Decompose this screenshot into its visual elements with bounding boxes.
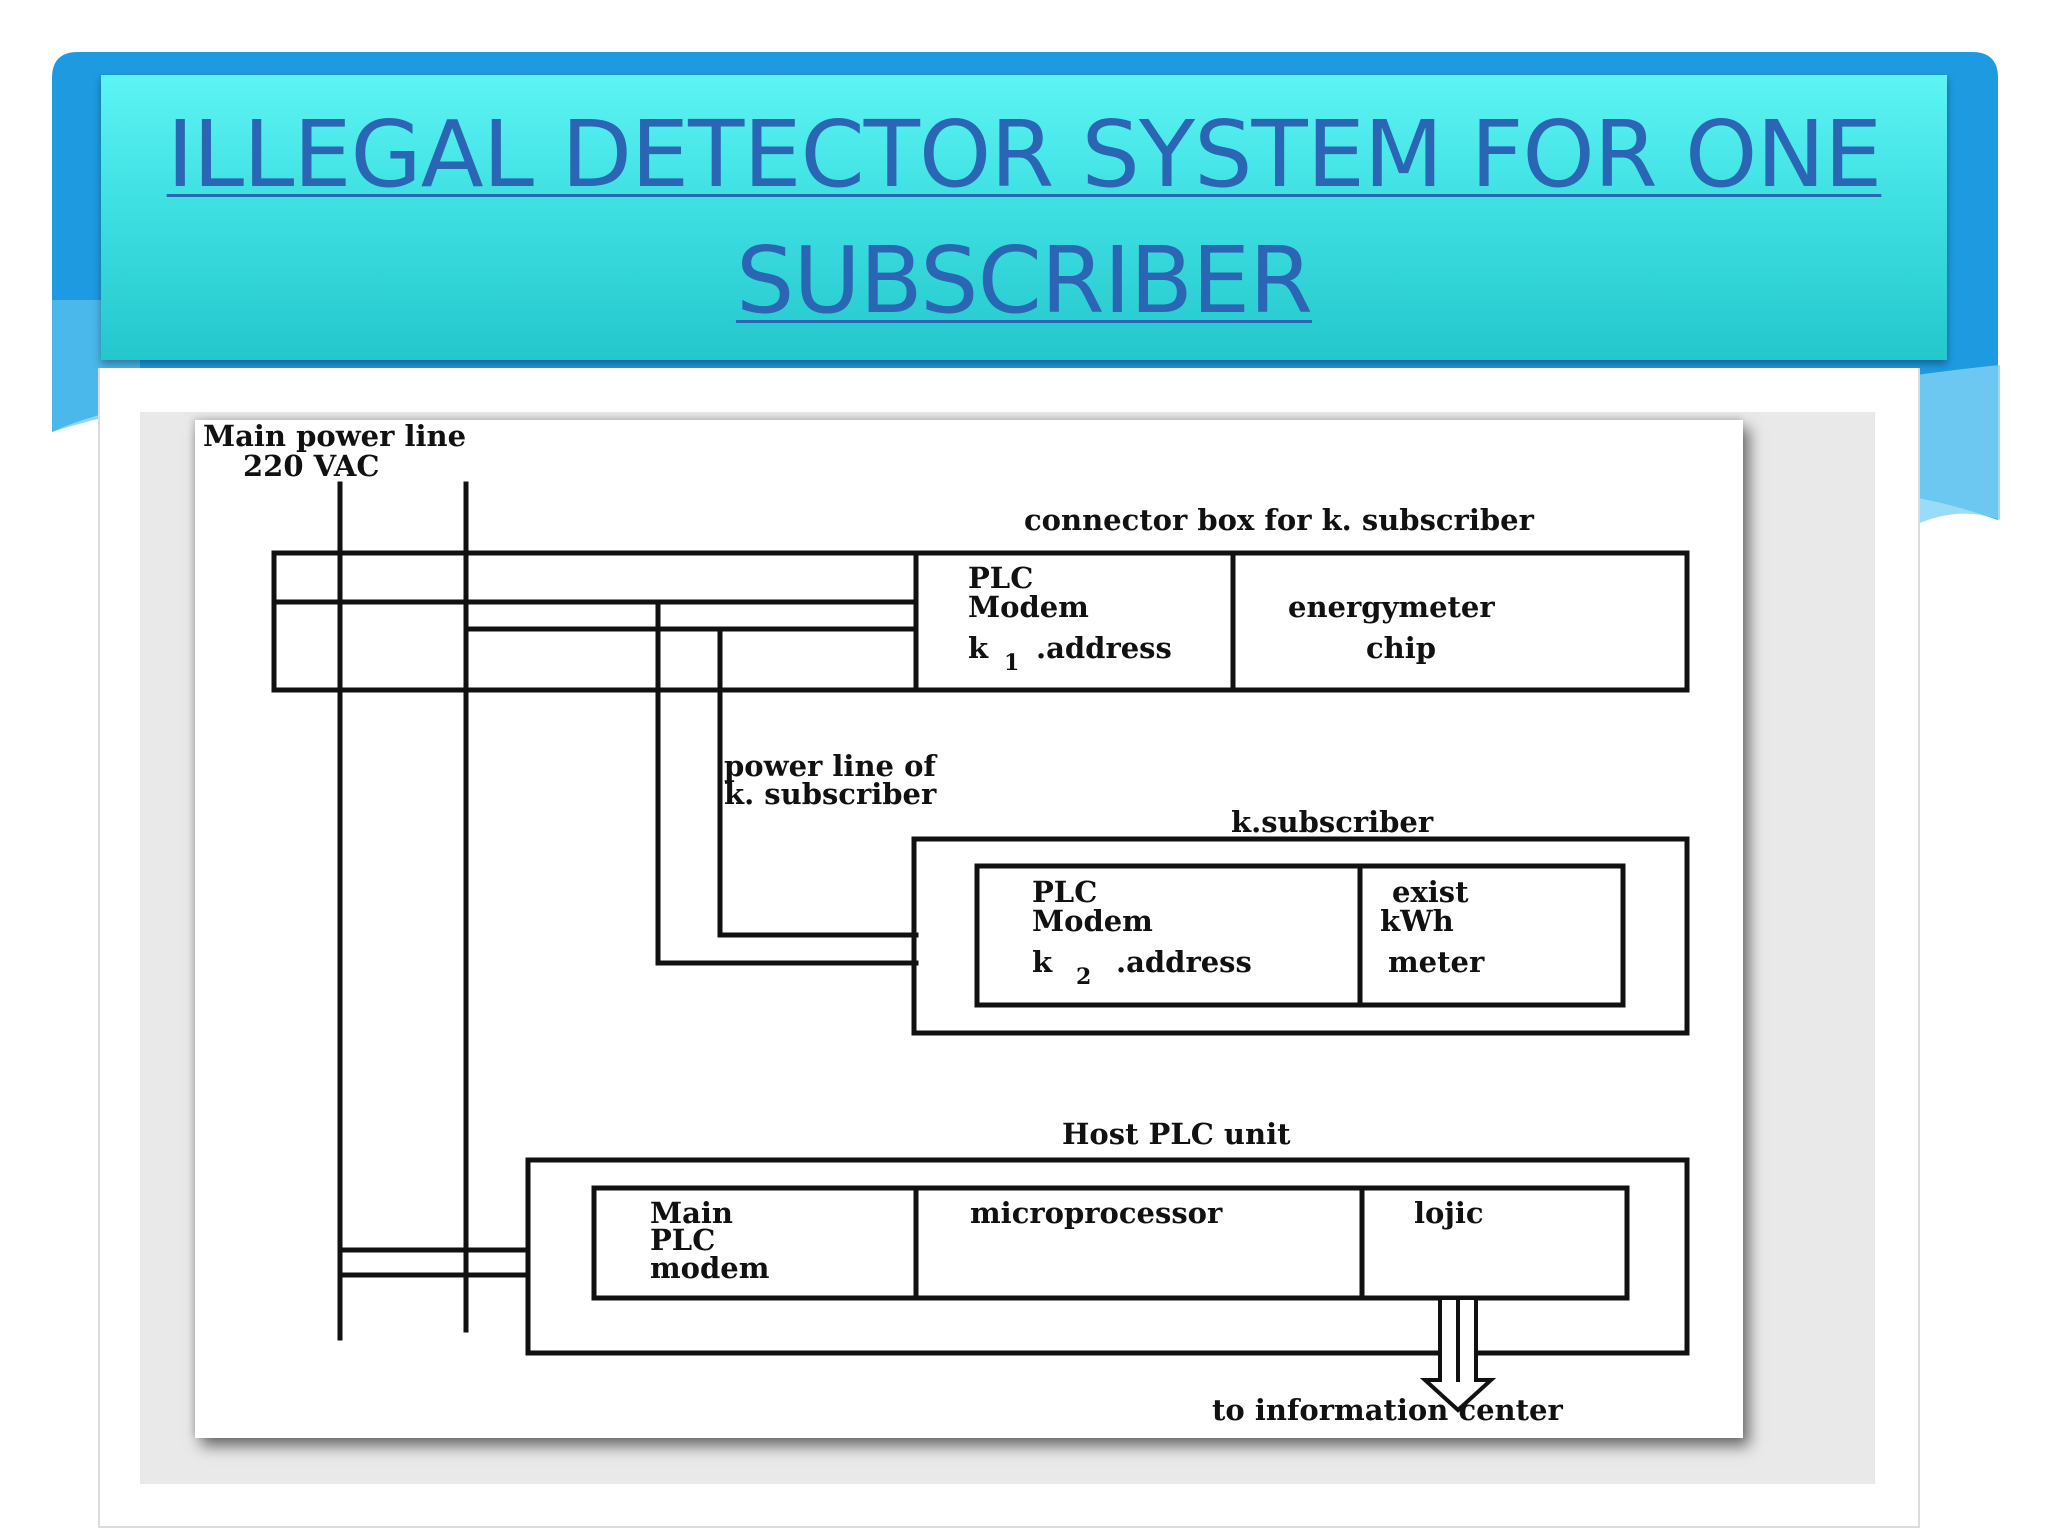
subscriber-box-caption: k.subscriber	[1231, 805, 1434, 839]
host-plc-caption: Host PLC unit	[1062, 1117, 1291, 1151]
connector-address-label: .address	[1036, 631, 1172, 665]
subscriber-plc-label: PLC	[1032, 875, 1097, 909]
power-line-label-2: k. subscriber	[724, 777, 937, 811]
microprocessor-label: microprocessor	[970, 1196, 1223, 1230]
logic-label: lojic	[1414, 1196, 1484, 1230]
slide-title-box: ILLEGAL DETECTOR SYSTEM FOR ONE SUBSCRIB…	[101, 75, 1947, 360]
slide-title-line-1: ILLEGAL DETECTOR SYSTEM FOR ONE	[166, 100, 1883, 208]
output-label: to information center	[1212, 1393, 1563, 1427]
connector-address-sub: 1	[1004, 650, 1019, 676]
plc-label: PLC	[650, 1223, 715, 1257]
connector-plc-label: PLC	[968, 561, 1033, 595]
main-power-line-label: Main power line	[203, 419, 466, 453]
chip-label: chip	[1366, 631, 1436, 665]
subscriber-address-sub: 2	[1076, 964, 1091, 990]
connector-address-k: k	[968, 631, 989, 665]
host-plc-box	[525, 1157, 1690, 1356]
energymeter-label: energymeter	[1288, 590, 1495, 624]
voltage-label: 220 VAC	[243, 449, 379, 483]
connector-box	[271, 550, 1690, 693]
modem-label: modem	[650, 1251, 770, 1285]
subscriber-power-line-1	[655, 599, 919, 966]
main-label: Main	[650, 1196, 733, 1230]
output-arrow	[1419, 1296, 1497, 1413]
meter-label: meter	[1388, 945, 1485, 979]
slide-title-line-2: SUBSCRIBER	[735, 226, 1313, 334]
connector-box-caption: connector box for k. subscriber	[1024, 503, 1535, 537]
subscriber-address-k: k	[1032, 945, 1053, 979]
subscriber-address-label: .address	[1116, 945, 1252, 979]
connector-modem-label: Modem	[968, 590, 1089, 624]
diagram-card	[195, 420, 1743, 1438]
subscriber-modem-label: Modem	[1032, 904, 1153, 938]
subscriber-power-line-2	[717, 626, 919, 938]
power-line-label-1: power line of	[724, 749, 938, 783]
subscriber-box	[911, 836, 1690, 1036]
kwh-label: kWh	[1380, 904, 1454, 938]
exist-label: exist	[1392, 875, 1469, 909]
host-inner-box	[591, 1185, 1630, 1301]
subscriber-inner-box	[974, 863, 1626, 1008]
